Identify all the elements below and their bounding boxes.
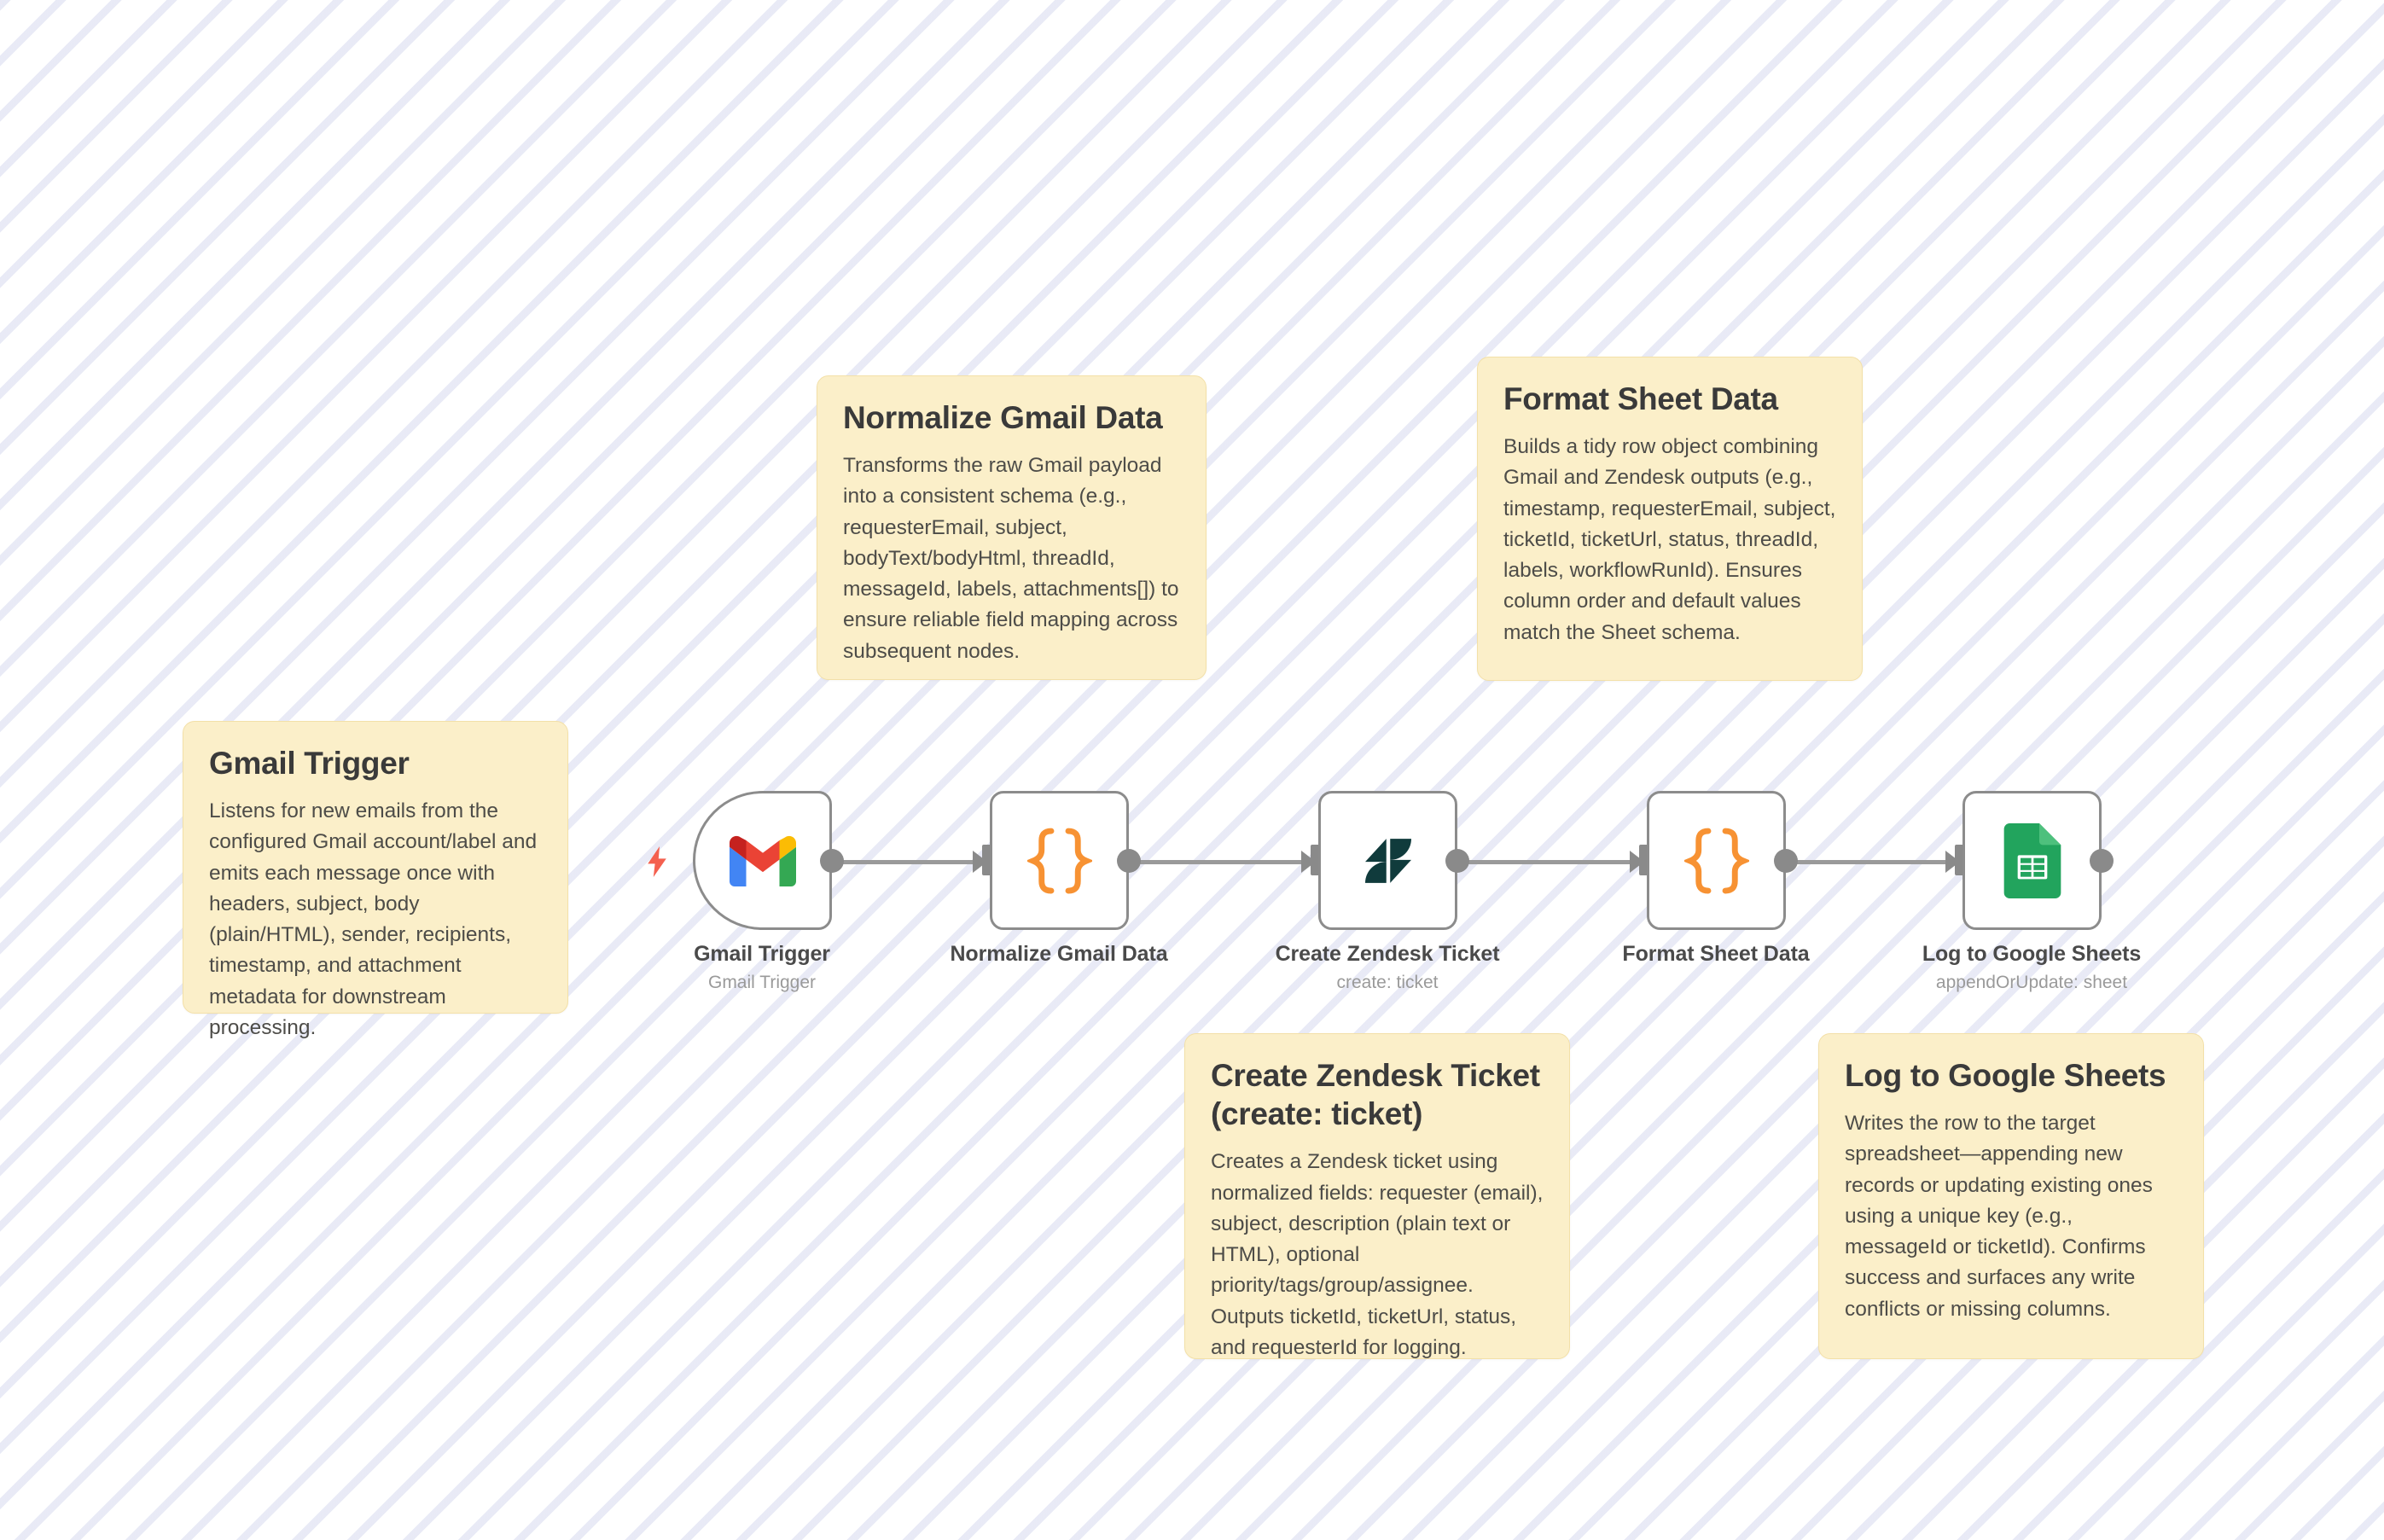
node-sublabel-log-to-google-sheets: appendOrUpdate: sheet bbox=[1935, 973, 2128, 992]
zendesk-icon bbox=[1350, 822, 1427, 899]
node-label-create-zendesk-ticket[interactable]: Create Zendesk Ticket bbox=[1275, 942, 1500, 966]
connection-zendesk-to-format[interactable] bbox=[1449, 860, 1647, 864]
sticky-note-title: Format Sheet Data bbox=[1503, 381, 1778, 416]
sticky-note-title: Normalize Gmail Data bbox=[843, 400, 1163, 435]
sticky-note-body: Writes the row to the target spreadsheet… bbox=[1845, 1112, 2159, 1321]
sticky-note-body: Transforms the raw Gmail payload into a … bbox=[843, 454, 1185, 663]
sticky-note-normalize-gmail-data[interactable]: Normalize Gmail Data Transforms the raw … bbox=[817, 375, 1207, 680]
node-create-zendesk-ticket[interactable] bbox=[1318, 791, 1457, 930]
node-normalize-gmail-data[interactable] bbox=[990, 791, 1129, 930]
node-sublabel-create-zendesk-ticket: create: ticket bbox=[1336, 973, 1439, 992]
sticky-note-title: Log to Google Sheets bbox=[1845, 1058, 2166, 1093]
node-log-to-google-sheets[interactable] bbox=[1962, 791, 2102, 930]
connection-gmail-trigger-to-normalize[interactable] bbox=[823, 860, 990, 864]
code-braces-icon bbox=[1021, 822, 1098, 899]
sticky-note-title: Gmail Trigger bbox=[209, 746, 410, 781]
sticky-note-create-zendesk-ticket[interactable]: Create Zendesk Ticket (create: ticket) C… bbox=[1184, 1033, 1570, 1359]
sticky-note-format-sheet-data[interactable]: Format Sheet Data Builds a tidy row obje… bbox=[1477, 357, 1863, 681]
sticky-note-body: Builds a tidy row object combining Gmail… bbox=[1503, 435, 1842, 644]
code-braces-icon bbox=[1678, 822, 1755, 899]
node-label-gmail-trigger[interactable]: Gmail Trigger bbox=[694, 942, 830, 966]
sticky-note-body: Listens for new emails from the configur… bbox=[209, 799, 543, 1039]
sticky-note-log-to-google-sheets[interactable]: Log to Google Sheets Writes the row to t… bbox=[1818, 1033, 2204, 1359]
gmail-icon bbox=[724, 822, 801, 899]
node-output-connector[interactable] bbox=[1445, 849, 1469, 873]
node-output-connector[interactable] bbox=[2090, 849, 2114, 873]
connection-format-to-sheets[interactable] bbox=[1777, 860, 1962, 864]
node-sublabel-gmail-trigger: Gmail Trigger bbox=[707, 973, 817, 992]
node-label-normalize-gmail-data[interactable]: Normalize Gmail Data bbox=[950, 942, 1168, 966]
google-sheets-icon bbox=[1994, 822, 2071, 899]
node-label-log-to-google-sheets[interactable]: Log to Google Sheets bbox=[1922, 942, 2142, 966]
node-output-connector[interactable] bbox=[1117, 849, 1141, 873]
sticky-note-body: Creates a Zendesk ticket using normalize… bbox=[1211, 1150, 1550, 1359]
node-output-connector[interactable] bbox=[1774, 849, 1798, 873]
sticky-note-title: Create Zendesk Ticket (create: ticket) bbox=[1211, 1058, 1540, 1132]
connection-normalize-to-zendesk[interactable] bbox=[1120, 860, 1318, 864]
sticky-note-gmail-trigger[interactable]: Gmail Trigger Listens for new emails fro… bbox=[183, 721, 568, 1039]
node-format-sheet-data[interactable] bbox=[1647, 791, 1786, 930]
node-gmail-trigger[interactable] bbox=[693, 791, 832, 930]
node-output-connector[interactable] bbox=[820, 849, 844, 873]
node-label-format-sheet-data[interactable]: Format Sheet Data bbox=[1622, 942, 1810, 966]
trigger-lightning-bolt-icon bbox=[644, 846, 670, 877]
